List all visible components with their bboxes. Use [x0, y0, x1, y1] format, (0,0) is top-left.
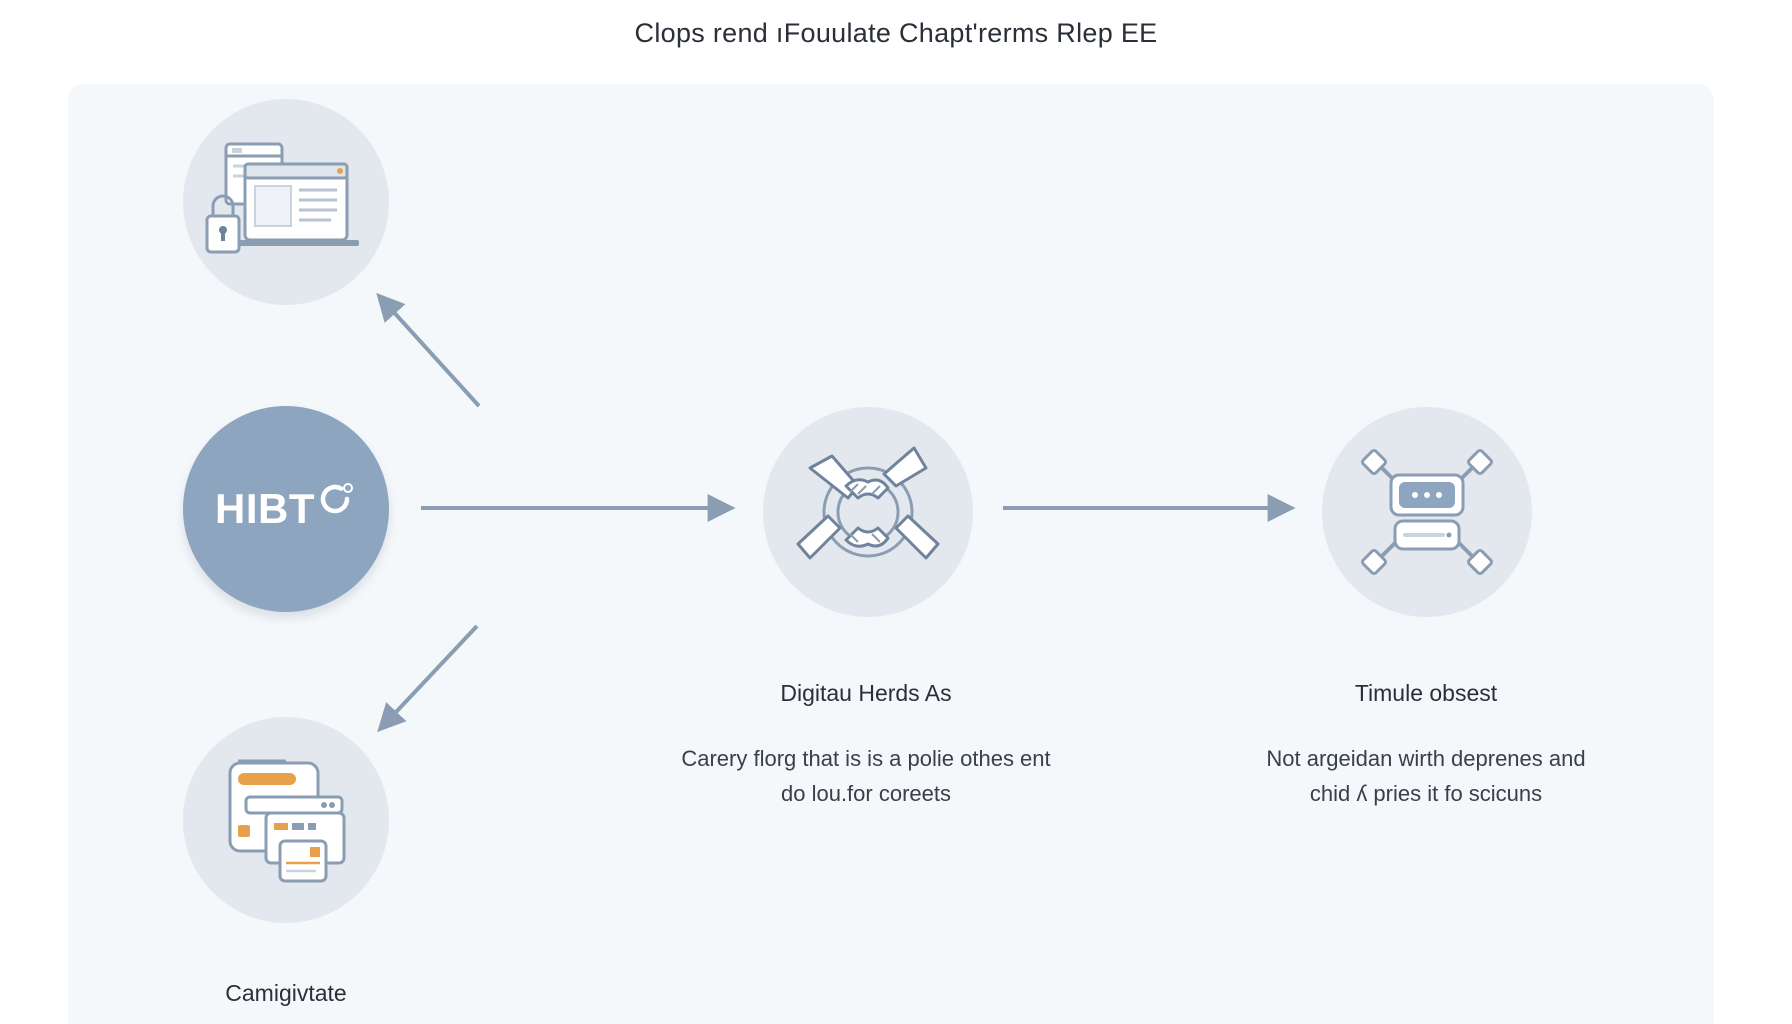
hub-label: HIBT — [215, 485, 315, 532]
node-middle-title: Digitau Herds As — [780, 680, 952, 706]
handshake-circle-icon — [796, 446, 940, 560]
hub-circle: HIBT — [183, 406, 389, 612]
node-bottom-title: Camigivtate — [225, 980, 347, 1006]
node-right-desc: Not argeidan wirth deprenes and chid ʎ p… — [1266, 746, 1586, 806]
node-right-title: Timule obsest — [1354, 680, 1498, 706]
robot-connector-icon — [1361, 449, 1493, 575]
dashboard-windows-icon — [228, 759, 346, 883]
node-right-circle — [1322, 407, 1532, 617]
node-middle-circle — [763, 407, 973, 617]
diagram-title: Clops rend ıFouulate Chapt'rerms Rlep EE — [634, 18, 1158, 48]
node-middle-desc: Carery florg that is is a polie othes en… — [681, 746, 1051, 806]
arrow-to-top — [376, 292, 481, 408]
node-bottom-circle — [183, 717, 389, 923]
node-top-circle — [183, 99, 389, 305]
hub-label-group: HIBT — [215, 483, 357, 533]
arrow-to-bottom — [377, 624, 479, 733]
browser-lock-icon — [205, 142, 359, 254]
refresh-icon — [320, 483, 353, 514]
